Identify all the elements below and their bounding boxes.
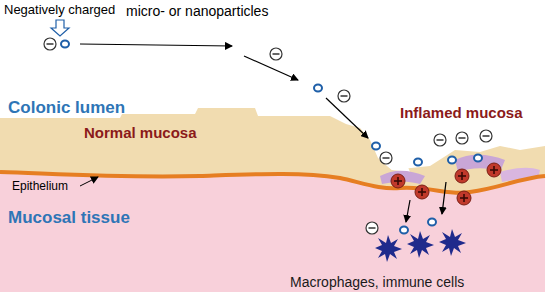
particle — [474, 155, 482, 162]
region-label: Normal mucosa — [84, 124, 197, 141]
negative-charge — [44, 38, 56, 50]
caption-text: Negatively charged — [4, 3, 115, 18]
movement-arrow — [442, 182, 446, 214]
particle — [314, 85, 322, 92]
particle — [61, 41, 69, 48]
positive-charge — [487, 163, 501, 177]
positive-charge — [391, 174, 405, 188]
particle — [372, 143, 380, 150]
macrophage — [375, 235, 402, 262]
negative-charge — [480, 130, 492, 142]
hollow-arrow — [51, 20, 69, 36]
positive-charge — [455, 169, 469, 183]
negative-charge — [366, 222, 378, 234]
negative-charge — [380, 152, 392, 164]
macrophage — [407, 231, 434, 258]
positive-charge — [415, 185, 429, 199]
negative-charge — [434, 134, 446, 146]
region-label: Mucosal tissue — [8, 208, 130, 228]
movement-arrow — [326, 98, 368, 138]
negative-charge — [270, 48, 282, 60]
negative-charge — [456, 132, 468, 144]
particle — [448, 157, 456, 164]
movement-arrow — [80, 44, 232, 46]
macrophage — [439, 229, 466, 256]
caption-text: micro- or nanoparticles — [126, 3, 268, 19]
positive-charge — [457, 191, 471, 205]
movement-arrow — [406, 200, 410, 222]
region-label: Inflamed mucosa — [400, 104, 523, 121]
region-label: Colonic lumen — [8, 98, 125, 118]
particle — [400, 227, 408, 234]
movement-arrow — [244, 56, 298, 80]
mucosal-tissue-region — [0, 172, 545, 292]
leader-arrow — [80, 177, 98, 186]
part-label: Macrophages, immune cells — [290, 274, 464, 290]
negative-charge — [338, 90, 350, 102]
part-label: Epithelium — [12, 180, 68, 194]
particle — [428, 219, 436, 226]
particle — [414, 159, 422, 166]
